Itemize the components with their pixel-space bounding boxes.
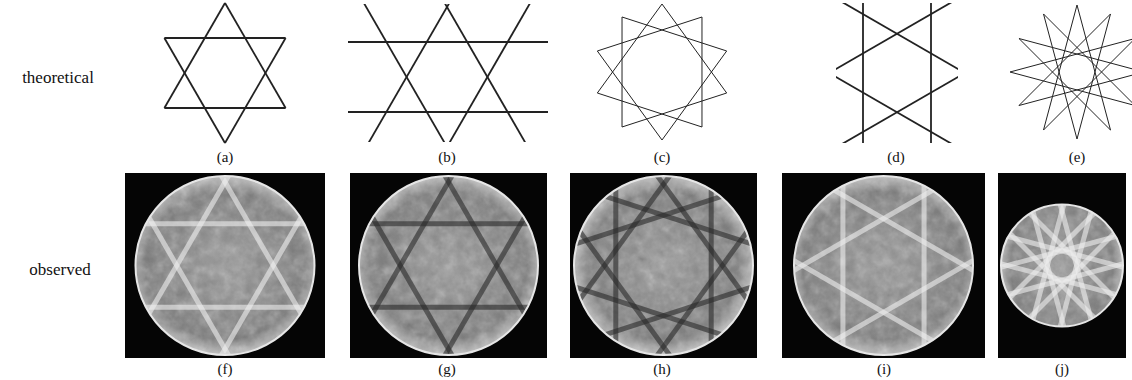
aperture-rim <box>359 176 538 355</box>
panel-label: (g) <box>438 361 456 378</box>
star-line <box>348 111 548 113</box>
pattern-line <box>207 151 316 339</box>
beam-spot <box>998 173 1126 358</box>
speckle-noise <box>998 173 1126 358</box>
pattern-line <box>331 103 494 380</box>
theoretical-star <box>1010 5 1132 139</box>
star-line <box>424 4 531 142</box>
aperture-rim <box>794 176 973 355</box>
aperture-rim <box>136 176 315 355</box>
panel-label: (a) <box>217 149 234 166</box>
beam-spot <box>782 173 985 358</box>
star-line <box>225 38 286 143</box>
observed-image <box>285 103 612 380</box>
pattern-line <box>585 190 772 251</box>
star-line <box>348 41 548 43</box>
pattern-line <box>922 118 927 380</box>
star-line <box>622 17 623 127</box>
star-line <box>1010 39 1132 73</box>
panel-label: (d) <box>887 149 905 166</box>
panel-label: (i) <box>877 361 891 378</box>
pattern-line <box>285 221 612 226</box>
image-background <box>570 173 757 358</box>
pattern-line <box>613 167 618 364</box>
star-line <box>701 17 702 127</box>
observed-image <box>735 118 1031 380</box>
star-line <box>424 4 531 142</box>
star-line <box>164 107 285 109</box>
star-line <box>836 3 958 91</box>
theoretical-star <box>836 3 958 143</box>
star-line <box>836 55 958 143</box>
panel-label: (c) <box>654 149 671 166</box>
pattern-line <box>135 151 244 339</box>
star-line <box>363 4 470 142</box>
panel-label: (j) <box>1055 361 1069 378</box>
beam-spot <box>570 173 757 358</box>
image-background <box>350 173 547 358</box>
pattern-line <box>403 145 566 380</box>
star-line <box>1019 39 1132 73</box>
pattern-line <box>116 221 333 226</box>
observed-image <box>555 158 772 373</box>
panel-label: (f) <box>218 361 233 378</box>
star-line <box>622 93 727 127</box>
speckle-noise <box>782 173 985 358</box>
theoretical-star <box>597 4 726 140</box>
star-line <box>836 55 958 143</box>
image-background <box>782 173 985 358</box>
pattern-line <box>135 192 244 380</box>
star-line <box>164 3 225 108</box>
star-line <box>662 51 727 140</box>
aperture-rim <box>574 176 753 355</box>
theoretical-star <box>348 4 548 142</box>
pattern-line <box>331 145 494 380</box>
image-background <box>998 173 1126 358</box>
star-line <box>930 3 932 143</box>
pattern-line <box>1016 200 1128 312</box>
star-line <box>1010 72 1132 106</box>
pattern-line <box>555 280 742 341</box>
star-line <box>622 17 727 51</box>
panel-label: (b) <box>438 149 456 166</box>
panel-label: (e) <box>1069 149 1086 166</box>
speckle-noise <box>570 173 757 358</box>
panel-label: (h) <box>653 361 671 378</box>
speckle-noise <box>125 173 325 358</box>
star-line <box>164 37 285 39</box>
theoretical-star <box>164 3 285 143</box>
row-label: theoretical <box>22 69 94 88</box>
beam-spot <box>125 173 325 358</box>
image-background <box>125 173 325 358</box>
pattern-line <box>644 214 760 373</box>
star-line <box>862 3 864 143</box>
star-line <box>597 4 662 93</box>
pattern-line <box>709 167 714 364</box>
pattern-line <box>207 192 316 380</box>
star-line <box>1044 14 1132 106</box>
star-line <box>597 93 702 127</box>
star-line <box>597 51 662 140</box>
observed-image <box>982 173 1132 358</box>
star-line <box>363 4 470 142</box>
pattern-line <box>585 280 772 341</box>
star-line <box>662 4 727 93</box>
pattern-line <box>567 158 683 317</box>
pattern-line <box>285 305 612 310</box>
pattern-line <box>840 118 845 380</box>
pattern-line <box>555 190 742 251</box>
pattern-line <box>403 103 566 380</box>
star-line <box>836 3 958 91</box>
star-line <box>597 17 702 51</box>
beam-spot <box>350 173 547 358</box>
row-label: observed <box>29 261 90 280</box>
aperture-rim <box>1001 205 1123 327</box>
pattern-line <box>989 231 1132 272</box>
star-line <box>1044 5 1078 130</box>
speckle-noise <box>350 173 547 358</box>
observed-image <box>116 151 333 380</box>
